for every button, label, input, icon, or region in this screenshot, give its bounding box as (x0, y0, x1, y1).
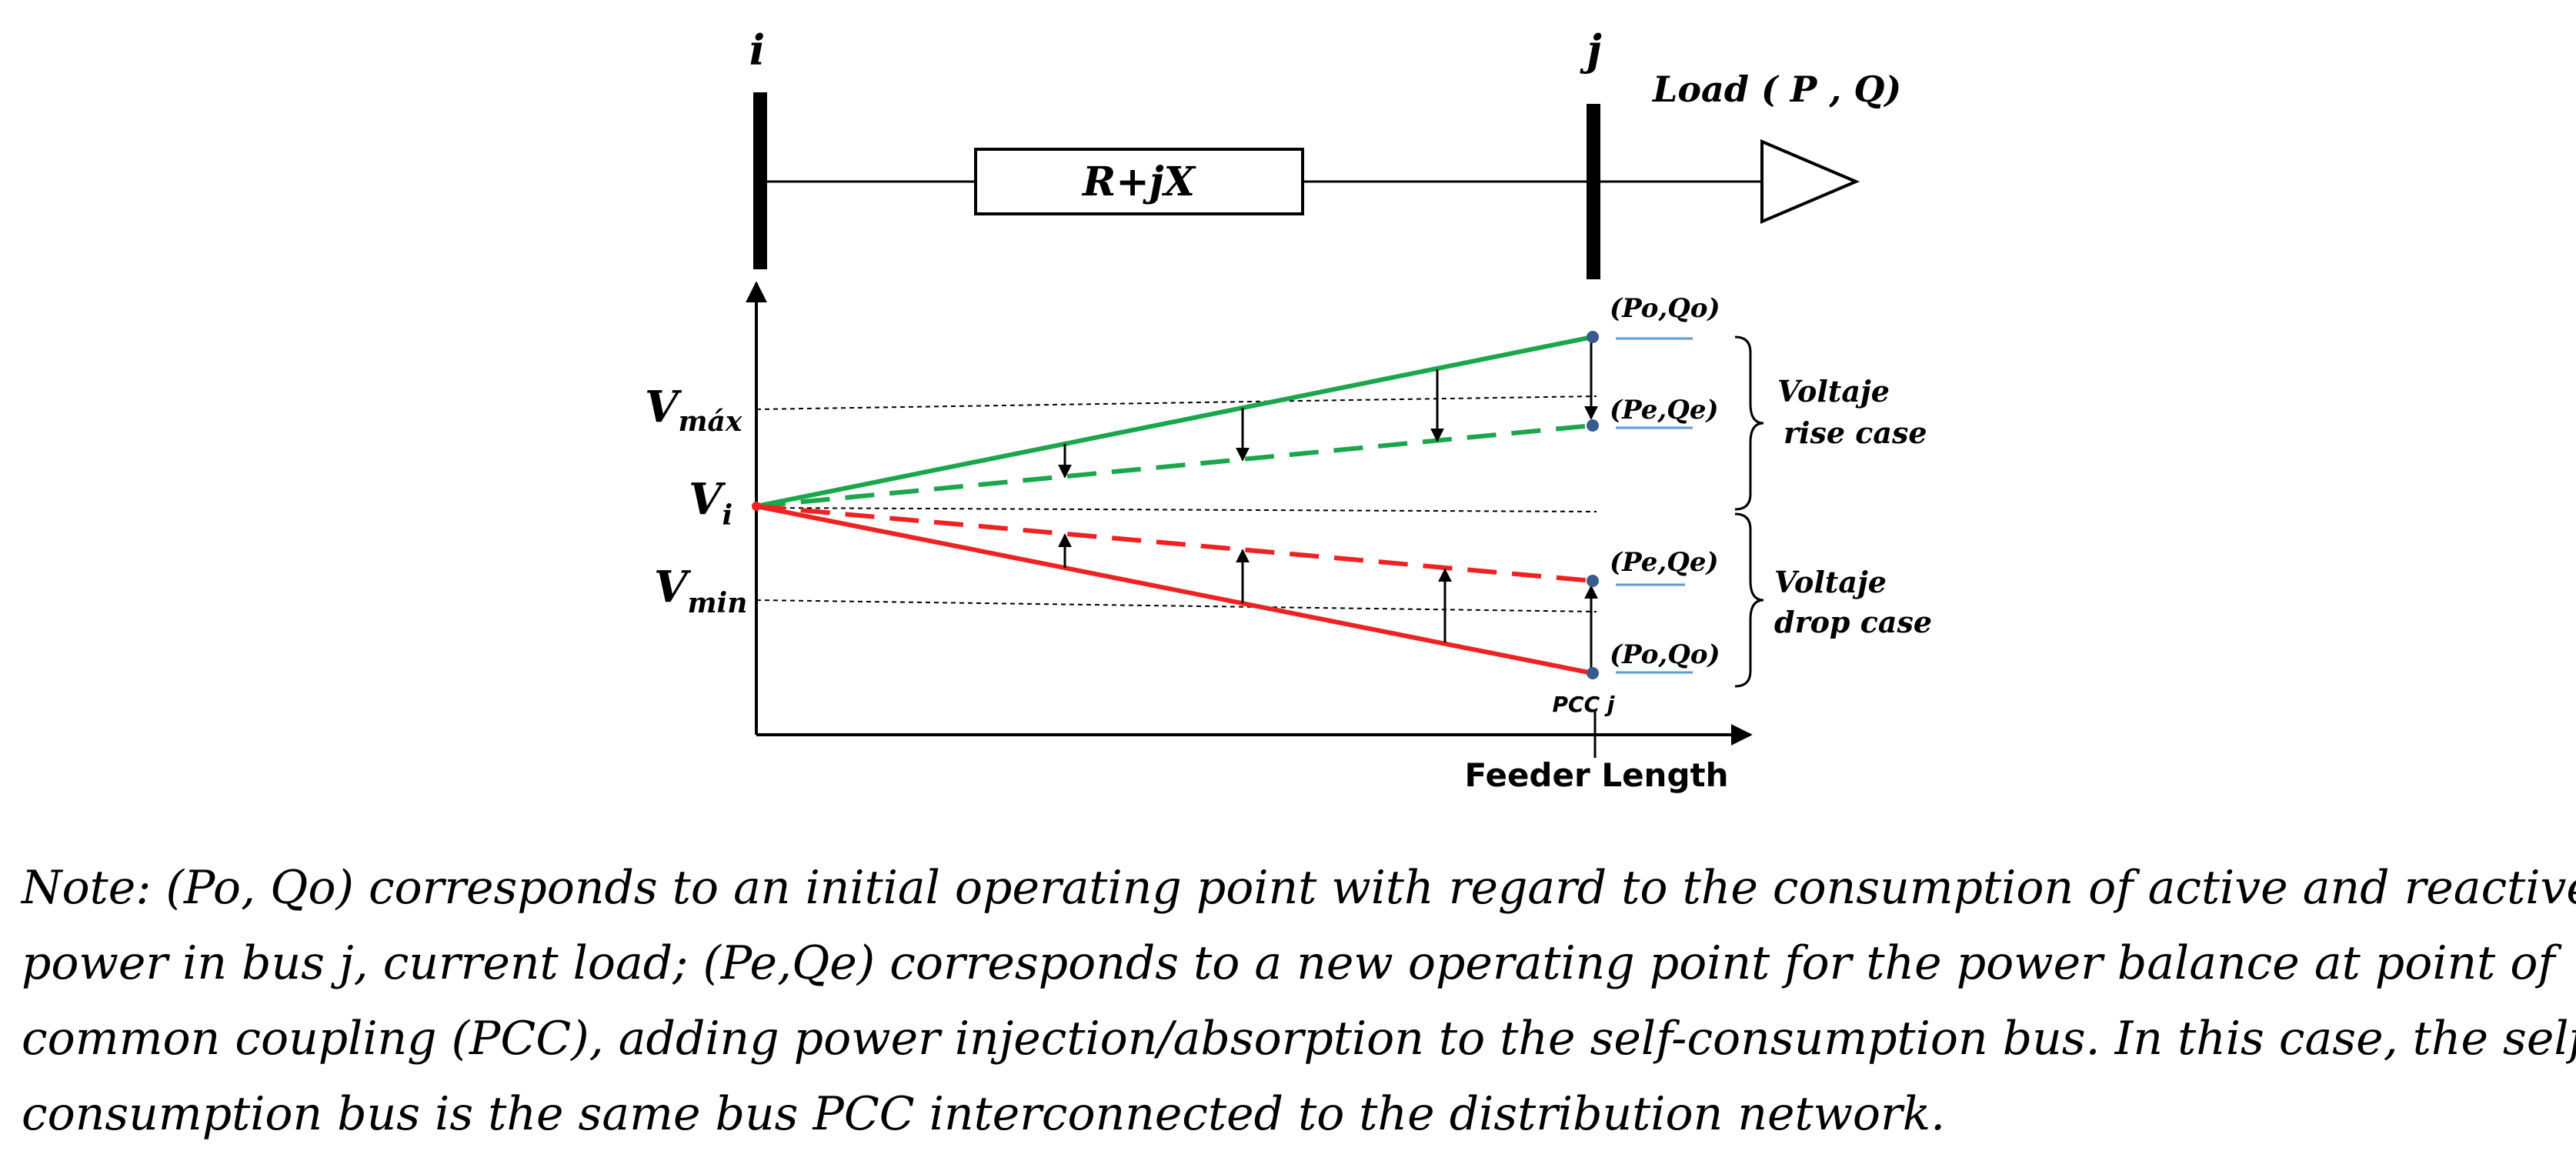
drop-case-label-2: drop case (1774, 605, 1932, 639)
note-line-2: power in bus j, current load; (Pe,Qe) co… (22, 936, 2555, 990)
rise-initial-profile (756, 335, 1593, 509)
rise-pe-label: (Pe,Qe) (1610, 395, 1719, 425)
pcc-label: PCC j (1553, 692, 1615, 717)
rise-case-label-2: rise case (1784, 415, 1927, 450)
vmin-label: Vmin (654, 562, 747, 619)
rise-case-label-1: Voltaje (1777, 374, 1890, 409)
voltage-profile-diagram: i j R+jX Load ( P , Q) Feeder Length PCC… (645, 25, 1932, 794)
note-line-4: consumption bus is the same bus PCC inte… (22, 1087, 1946, 1141)
impedance-label: R+jX (1081, 158, 1197, 205)
bus-i-bar (753, 92, 767, 269)
drop-pe-point (1587, 575, 1599, 587)
load-label: Load ( P , Q) (1651, 68, 1901, 110)
drop-initial-profile (756, 504, 1593, 676)
rise-pe-point (1587, 419, 1599, 432)
drop-new-profile (756, 504, 1593, 583)
note-line-3: common coupling (PCC), adding power inje… (22, 1012, 2576, 1066)
note-line-1: Note: (Po, Qo) corresponds to an initial… (22, 861, 2576, 915)
bus-j-label: j (1580, 25, 1602, 75)
figure-note: Note: (Po, Qo) corresponds to an initial… (22, 850, 2576, 1152)
vi-reference-line (756, 507, 1597, 512)
rise-po-label: (Po,Qo) (1610, 293, 1720, 324)
drop-po-point (1587, 667, 1599, 679)
rise-case-brace (1734, 335, 1764, 511)
vi-label: Vi (689, 474, 732, 532)
bus-j-bar (1587, 104, 1600, 279)
vmin-reference-line (756, 599, 1597, 612)
vmax-reference-line (756, 395, 1597, 410)
rise-po-point (1587, 331, 1599, 343)
rise-new-profile (756, 423, 1593, 509)
bus-i-label: i (749, 25, 766, 75)
load-triangle-icon (1760, 138, 1860, 225)
vmax-label: Vmáx (645, 382, 742, 438)
drop-case-brace (1734, 512, 1764, 688)
x-axis-label: Feeder Length (1464, 756, 1728, 794)
drop-case-label-1: Voltaje (1774, 565, 1887, 599)
vi-origin-point (752, 502, 761, 511)
drop-pe-label: (Pe,Qe) (1610, 547, 1719, 578)
drop-po-label: (Po,Qo) (1610, 639, 1720, 670)
